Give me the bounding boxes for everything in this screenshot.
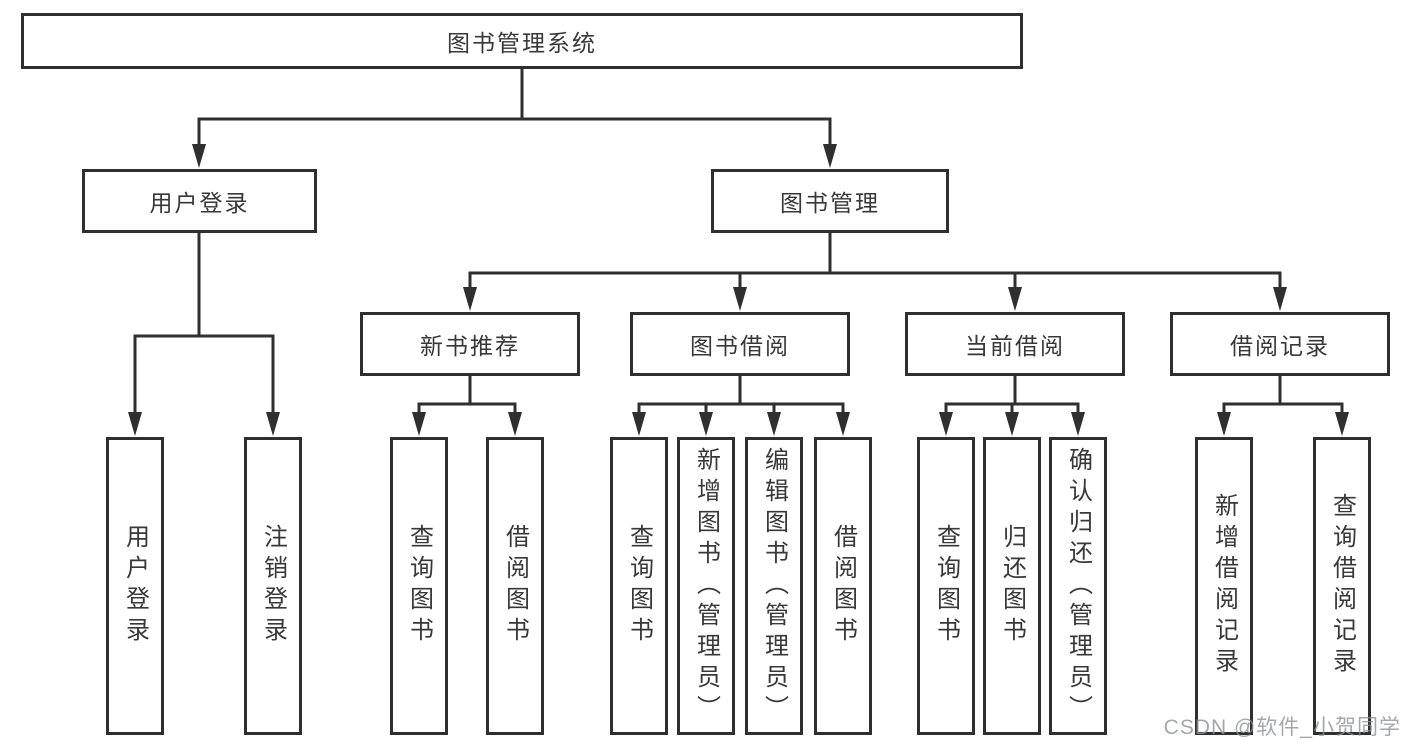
node-current-borrowing: 当前借阅	[905, 312, 1125, 376]
arrowheads	[128, 144, 1349, 436]
leaf-add-book-admin: 新增图书（管理员）	[677, 437, 735, 735]
leaf-query-books-borrowing: 查询图书	[610, 437, 668, 735]
edge-borrow-record-children	[1222, 376, 1344, 414]
node-borrowing-records: 借阅记录	[1170, 312, 1390, 376]
node-book-management: 图书管理	[711, 169, 949, 233]
node-user-login: 用户登录	[82, 169, 317, 233]
node-book-borrowing: 图书借阅	[630, 312, 850, 376]
leaf-borrow-books-borrowing: 借阅图书	[814, 437, 872, 735]
leaf-borrow-books-recommend: 借阅图书	[486, 437, 544, 735]
edge-new-book-children	[417, 376, 517, 414]
leaf-query-borrow-record: 查询借阅记录	[1313, 437, 1371, 735]
leaf-return-book: 归还图书	[983, 437, 1041, 735]
leaf-query-books-recommend: 查询图书	[390, 437, 448, 735]
leaf-logout: 注销登录	[244, 437, 302, 735]
leaf-user-login: 用户登录	[106, 437, 164, 735]
node-library-management-system: 图书管理系统	[21, 13, 1023, 69]
edge-book-mgmt-children	[468, 233, 1282, 289]
edge-root-to-level2	[197, 69, 832, 147]
leaf-confirm-return-admin: 确认归还（管理员）	[1049, 437, 1107, 735]
node-new-book-recommendation: 新书推荐	[360, 312, 580, 376]
leaf-add-borrow-record: 新增借阅记录	[1195, 437, 1253, 735]
leaf-query-books-current: 查询图书	[917, 437, 975, 735]
edge-current-borrow-children	[944, 376, 1080, 414]
edge-user-login-children	[133, 232, 275, 414]
edge-book-borrow-children	[637, 376, 845, 414]
leaf-edit-book-admin: 编辑图书（管理员）	[745, 437, 803, 735]
